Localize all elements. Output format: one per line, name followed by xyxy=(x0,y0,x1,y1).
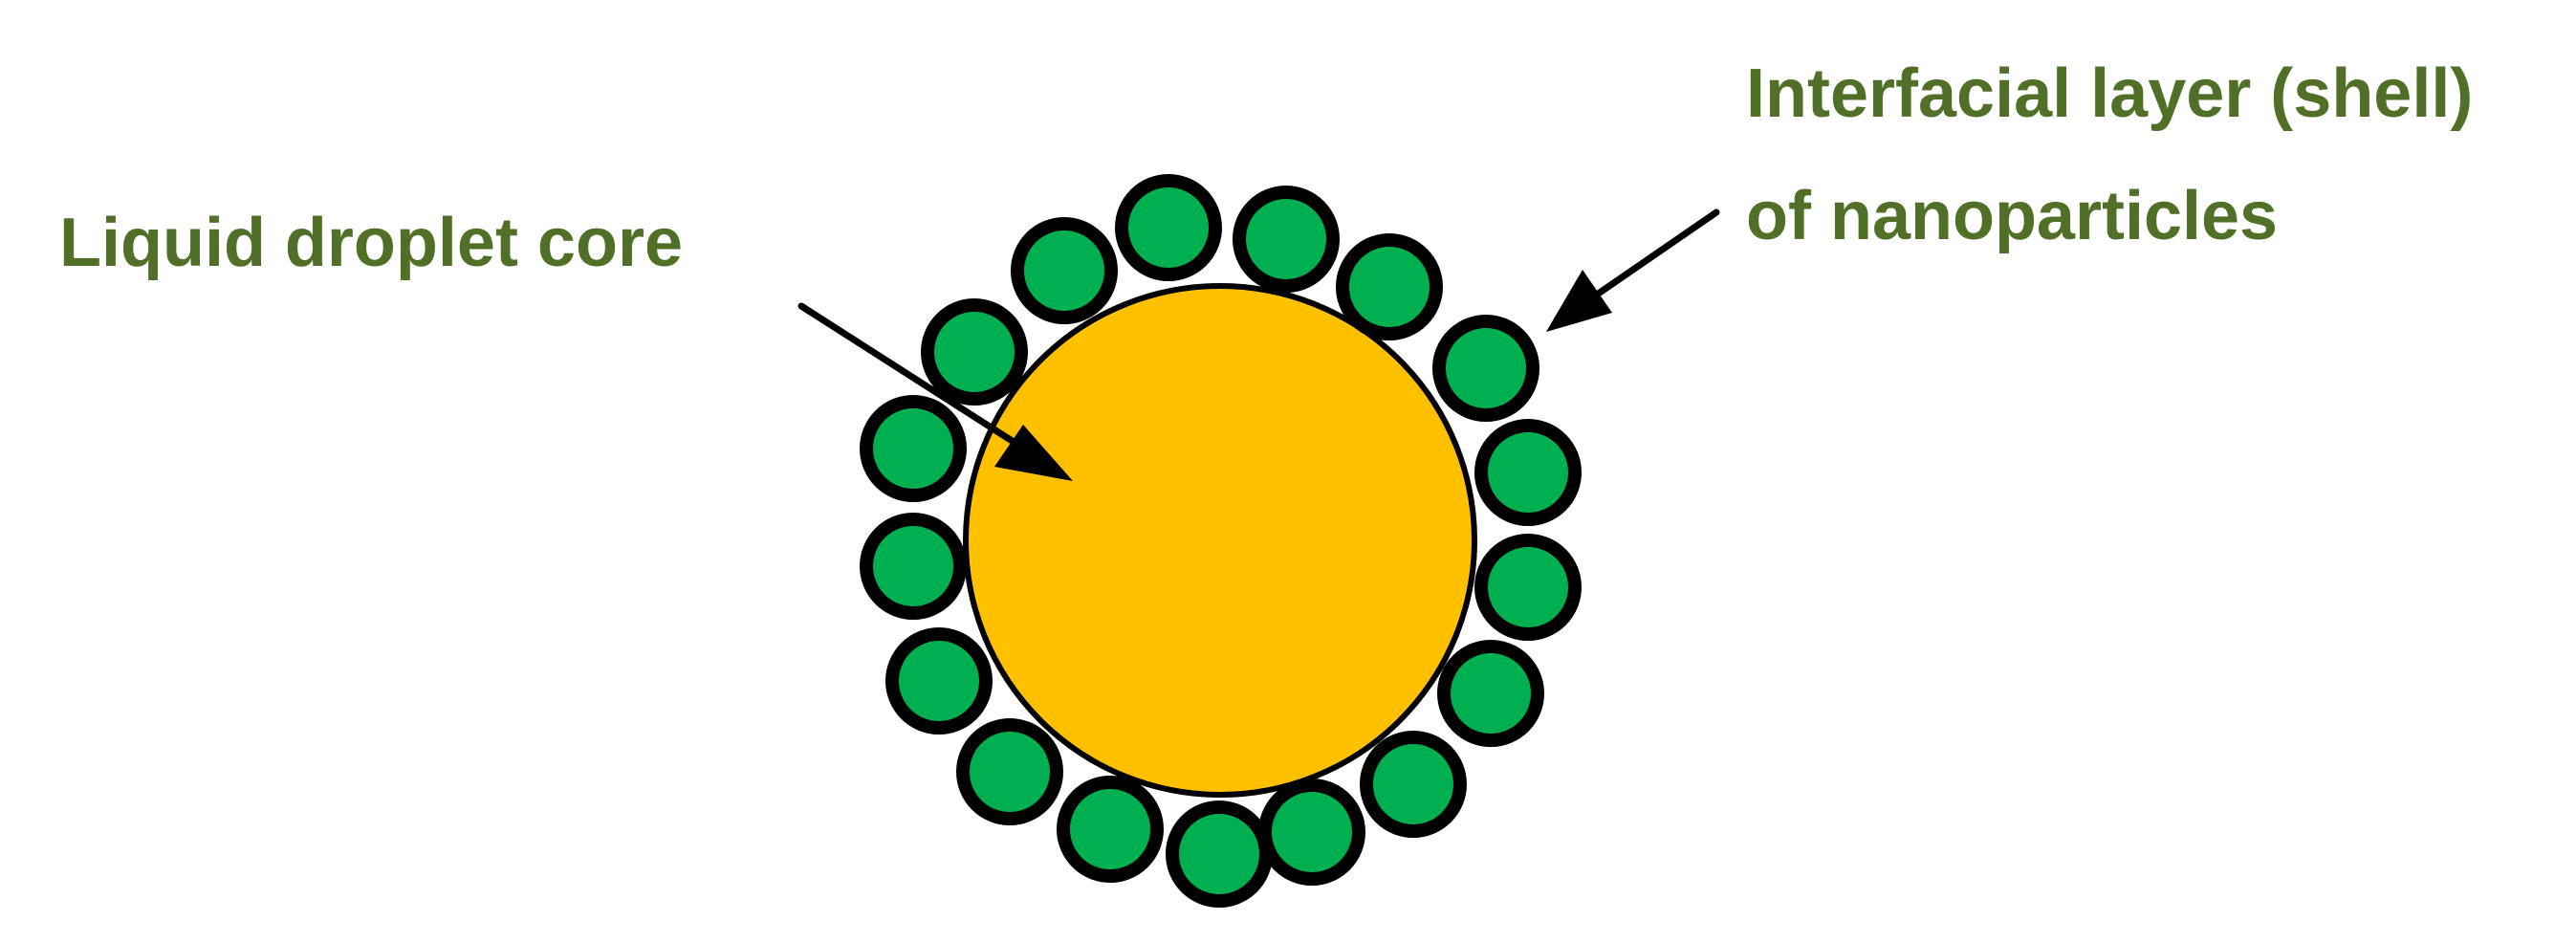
nanoparticle xyxy=(1474,419,1582,526)
nanoparticle xyxy=(1166,800,1273,908)
nanoparticle xyxy=(1011,217,1118,324)
nanoparticle-shell xyxy=(860,174,1582,908)
nanoparticle xyxy=(1432,315,1539,422)
nanoparticle xyxy=(1474,534,1582,641)
nanoparticle xyxy=(1233,186,1340,293)
shell-arrow xyxy=(1546,208,1720,332)
nanoparticle xyxy=(921,298,1028,406)
nanoparticle xyxy=(860,513,967,620)
nanoparticle xyxy=(1057,776,1164,883)
nanoparticle xyxy=(1258,779,1365,886)
nanoparticle xyxy=(860,395,967,502)
core-arrow xyxy=(797,302,1073,481)
nanoparticle xyxy=(1437,640,1544,747)
shell-label-line-2: of nanoparticles xyxy=(1746,178,2278,254)
core-label: Liquid droplet core xyxy=(59,205,683,281)
nanoparticle xyxy=(1360,731,1467,838)
nanoparticle xyxy=(1336,233,1443,340)
nanoparticle xyxy=(1115,174,1222,281)
shell-label-line-1: Interfacial layer (shell) xyxy=(1746,55,2473,132)
droplet-core xyxy=(963,283,1477,798)
nanoparticle xyxy=(885,627,993,735)
nanoparticle xyxy=(956,718,1063,825)
